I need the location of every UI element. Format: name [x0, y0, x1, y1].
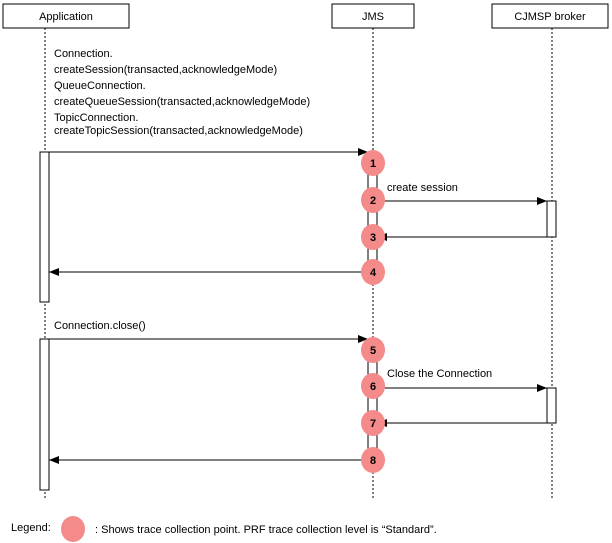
- participant-application-label: Application: [39, 11, 93, 23]
- trace-point-number: 6: [370, 381, 376, 393]
- legend-trace-point-icon: [61, 516, 85, 542]
- call-line-close: Connection.close(): [54, 320, 146, 332]
- trace-point-number: 8: [370, 455, 376, 467]
- trace-point-4: 4: [361, 259, 385, 285]
- trace-point-7: 7: [361, 410, 385, 436]
- activation-application-1: [39, 151, 50, 303]
- trace-point-6: 6: [361, 373, 385, 399]
- message-label-create-session: create session: [387, 182, 458, 194]
- trace-point-number: 7: [370, 418, 376, 430]
- trace-point-number: 4: [370, 267, 377, 279]
- call-line: QueueConnection.: [54, 80, 146, 92]
- trace-point-number: 2: [370, 195, 376, 207]
- call-line: createTopicSession(transacted,acknowledg…: [54, 125, 303, 137]
- participant-application: Application: [2, 3, 130, 29]
- call-line: Connection.: [54, 48, 113, 60]
- call-line: createSession(transacted,acknowledgeMode…: [54, 64, 277, 76]
- trace-point-number: 3: [370, 232, 376, 244]
- participant-broker-label: CJMSP broker: [514, 11, 586, 23]
- call-line: TopicConnection.: [54, 112, 138, 124]
- trace-point-8: 8: [361, 447, 385, 473]
- trace-point-3: 3: [361, 224, 385, 250]
- legend: Legend: : Shows trace collection point. …: [11, 516, 437, 542]
- activation-broker-1: [546, 200, 557, 238]
- trace-point-number: 1: [370, 158, 376, 170]
- call-line: createQueueSession(transacted,acknowledg…: [54, 96, 310, 108]
- message-label-close-connection: Close the Connection: [387, 368, 492, 380]
- scenario1-call-text: Connection. createSession(transacted,ack…: [54, 48, 310, 137]
- activation-application-2: [39, 338, 50, 491]
- participant-jms: JMS: [331, 3, 415, 29]
- trace-point-number: 5: [370, 345, 376, 357]
- trace-point-1: 1: [361, 150, 385, 176]
- legend-text: : Shows trace collection point. PRF trac…: [95, 524, 437, 536]
- trace-point-2: 2: [361, 187, 385, 213]
- legend-label: Legend:: [11, 522, 51, 534]
- participant-jms-label: JMS: [362, 11, 384, 23]
- activation-broker-2: [546, 387, 557, 424]
- participant-broker: CJMSP broker: [491, 3, 609, 29]
- trace-point-5: 5: [361, 337, 385, 363]
